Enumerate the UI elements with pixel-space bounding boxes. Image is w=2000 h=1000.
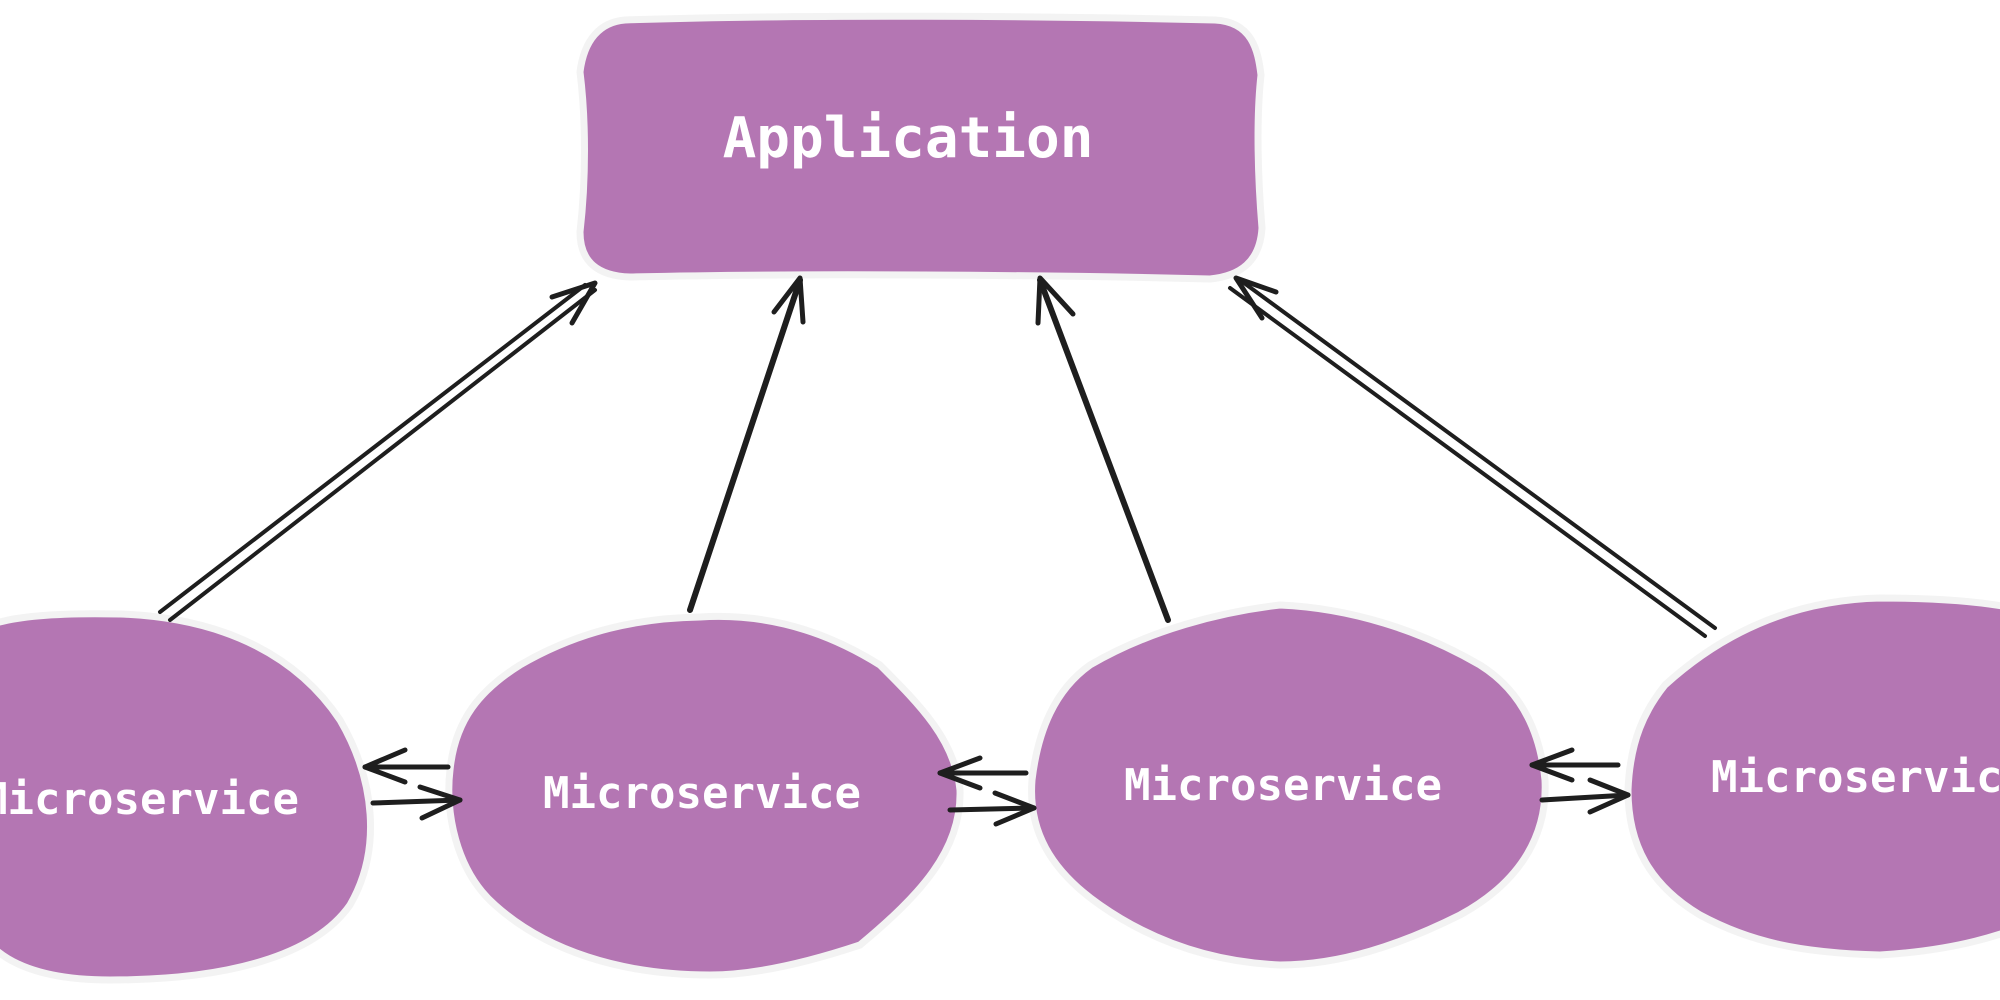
microservice-node-4[interactable]: Microservice: [1624, 594, 2000, 959]
microservice-node-2[interactable]: Microservice: [445, 612, 964, 979]
arrow-ms1-to-application: [158, 280, 598, 622]
microservice-1-shape: [0, 610, 374, 984]
microservice-node-3[interactable]: Microservice: [1028, 601, 1549, 969]
arrow-ms3-ms4-bidirectional: [1529, 747, 1631, 815]
application-box: [576, 12, 1266, 283]
microservice-2-label: Microservice: [543, 768, 861, 819]
arrow-ms2-ms3-bidirectional: [937, 755, 1037, 827]
arrow-ms4-to-application: [1228, 275, 1717, 638]
microservice-3-shape: [1028, 601, 1549, 969]
microservice-node-1[interactable]: Microservice: [0, 610, 374, 984]
arrow-ms3-to-application: [1035, 275, 1171, 623]
microservice-4-shape: [1624, 594, 2000, 959]
application-node[interactable]: Application: [576, 12, 1266, 283]
arrow-ms2-to-application: [687, 275, 806, 613]
microservice-4-label: Microservice: [1711, 752, 2000, 803]
microservice-2-shape: [445, 612, 964, 979]
microservice-1-label: Microservice: [0, 774, 299, 825]
application-label: Application: [723, 106, 1094, 171]
microservice-3-label: Microservice: [1124, 760, 1442, 811]
arrow-ms1-ms2-bidirectional: [362, 747, 463, 821]
